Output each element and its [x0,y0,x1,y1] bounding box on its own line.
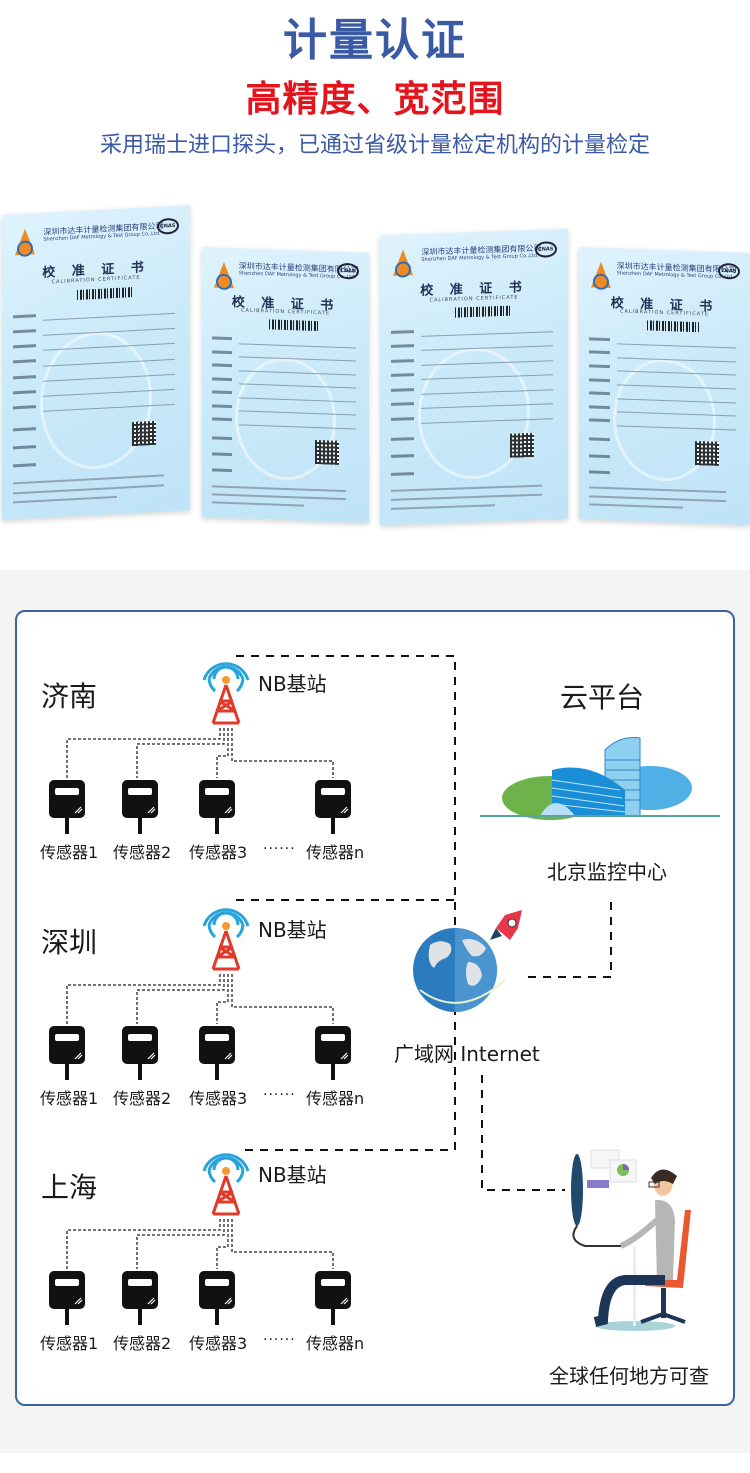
office-building-icon [480,737,720,820]
sensor-label: 传感器n [306,1334,365,1353]
qr-code [314,440,339,465]
sensor-label: 传感器2 [113,1089,172,1108]
sensor-label: 传感器n [306,843,365,862]
monitoring-center-label: 北京监控中心 [547,860,667,884]
cell-tower-icon [202,1153,250,1216]
sensor-device-icon [122,780,158,834]
sensor-device-icon [315,1271,351,1325]
watermark [39,329,153,473]
nb-station-label: NB基站 [258,918,327,942]
cell-tower-icon [202,908,250,971]
sensor-device-icon [122,1271,158,1325]
cloud-platform-title: 云平台 [560,681,645,714]
more-sensors-ellipsis: ······ [263,841,296,857]
global-access-label: 全球任何地方可查 [549,1364,709,1388]
section-description: 采用瑞士进口探头，已通过省级计量检定机构的计量检定 [99,133,650,158]
calibration-certificate: 深圳市达丰计量检测集团有限公司 Shenzhen DAF Metrology &… [202,247,369,523]
sensor-label: 传感器2 [113,843,172,862]
user-at-computer-icon [571,1149,691,1331]
sensor-label: 传感器n [306,1089,365,1108]
company-logo-icon [393,248,414,277]
section-subtitle: 高精度、宽范围 [245,79,505,120]
sensor-device-icon [49,1026,85,1080]
city-label: 上海 [41,1171,98,1204]
qr-code [132,420,157,446]
sensor-device-icon [315,1026,351,1080]
cnas-badge: CNAS [717,262,740,280]
sensor-label: 传感器2 [113,1334,172,1353]
sensor-device-icon [315,780,351,834]
internet-label: 广域网 Internet [394,1042,540,1066]
sensor-label: 传感器1 [40,843,99,862]
sensor-device-icon [199,1026,235,1080]
sensor-label: 传感器3 [189,843,248,862]
nb-station-label: NB基站 [258,1163,327,1187]
city-label: 深圳 [41,926,98,959]
calibration-certificate: 深圳市达丰计量检测集团有限公司 Shenzhen DAF Metrology &… [2,205,190,520]
city-label: 济南 [41,680,98,713]
watermark [417,346,531,481]
cnas-badge: CNAS [534,240,557,258]
nb-station-label: NB基站 [258,672,327,696]
qr-code [695,441,720,467]
barcode [455,306,512,319]
company-logo-icon [15,228,36,257]
cell-tower-icon [202,662,250,725]
sensor-device-icon [199,780,235,834]
cnas-badge: CNAS [156,217,179,236]
sensor-label: 传感器1 [40,1334,99,1353]
company-logo-icon [214,261,235,290]
sensor-label: 传感器1 [40,1089,99,1108]
more-sensors-ellipsis: ······ [263,1332,296,1348]
sensor-device-icon [199,1271,235,1325]
company-logo-icon [591,261,612,290]
barcode [647,320,699,332]
sensor-device-icon [122,1026,158,1080]
sensor-label: 传感器3 [189,1334,248,1353]
barcode [77,287,134,301]
calibration-certificate: 深圳市达丰计量检测集团有限公司 Shenzhen DAF Metrology &… [380,228,568,526]
qr-code [510,432,535,458]
barcode [268,319,319,332]
cnas-badge: CNAS [336,262,359,280]
section-title: 计量认证 [283,15,467,66]
sensor-device-icon [49,1271,85,1325]
more-sensors-ellipsis: ······ [263,1087,296,1103]
globe-icon [413,910,522,1012]
certification-section: 计量认证 高精度、宽范围 采用瑞士进口探头，已通过省级计量检定机构的计量检定 深… [0,0,750,570]
sensor-device-icon [49,780,85,834]
sensor-label: 传感器3 [189,1089,248,1108]
calibration-certificate: 深圳市达丰计量检测集团有限公司 Shenzhen DAF Metrology &… [579,247,750,525]
